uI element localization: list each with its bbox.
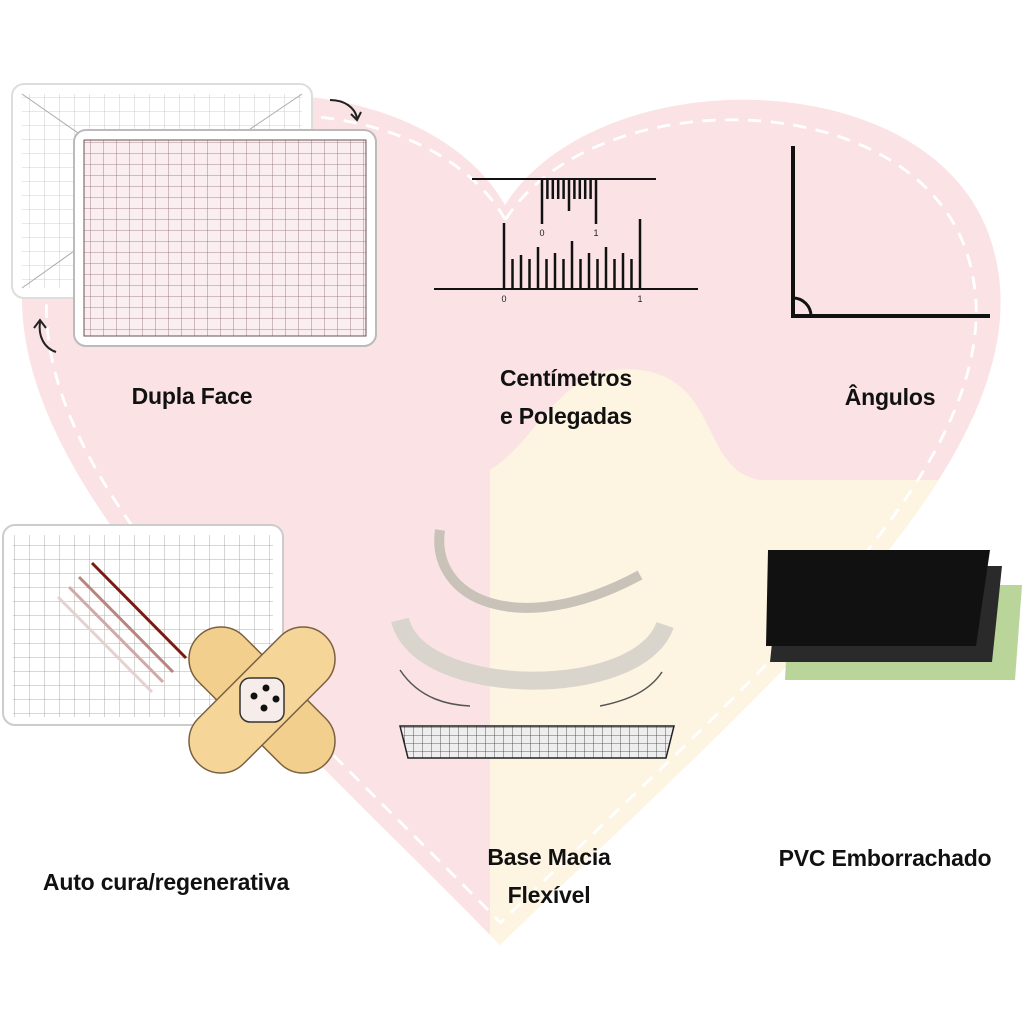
cm-label-1: 1 — [637, 294, 642, 304]
inch-label-1: 1 — [593, 228, 598, 238]
self-healing-mat-icon — [2, 524, 336, 774]
feature-label-auto-cura: Auto cura/regenerativa — [42, 869, 290, 895]
double-sided-mat-icon — [11, 83, 377, 353]
angle-icon — [791, 146, 990, 318]
cm-label-0: 0 — [501, 294, 506, 304]
ruler-icon: 0 1 0 1 — [434, 178, 698, 304]
pvc-layers-icon — [766, 550, 1022, 680]
inch-label-0: 0 — [539, 228, 544, 238]
feature-label-pvc: PVC Emborrachado — [778, 845, 992, 871]
feature-label-dupla-face: Dupla Face — [131, 383, 253, 409]
flexible-base-icon — [391, 529, 675, 759]
bandage-icon — [188, 626, 336, 774]
feature-label-angulos: Ângulos — [844, 384, 936, 410]
